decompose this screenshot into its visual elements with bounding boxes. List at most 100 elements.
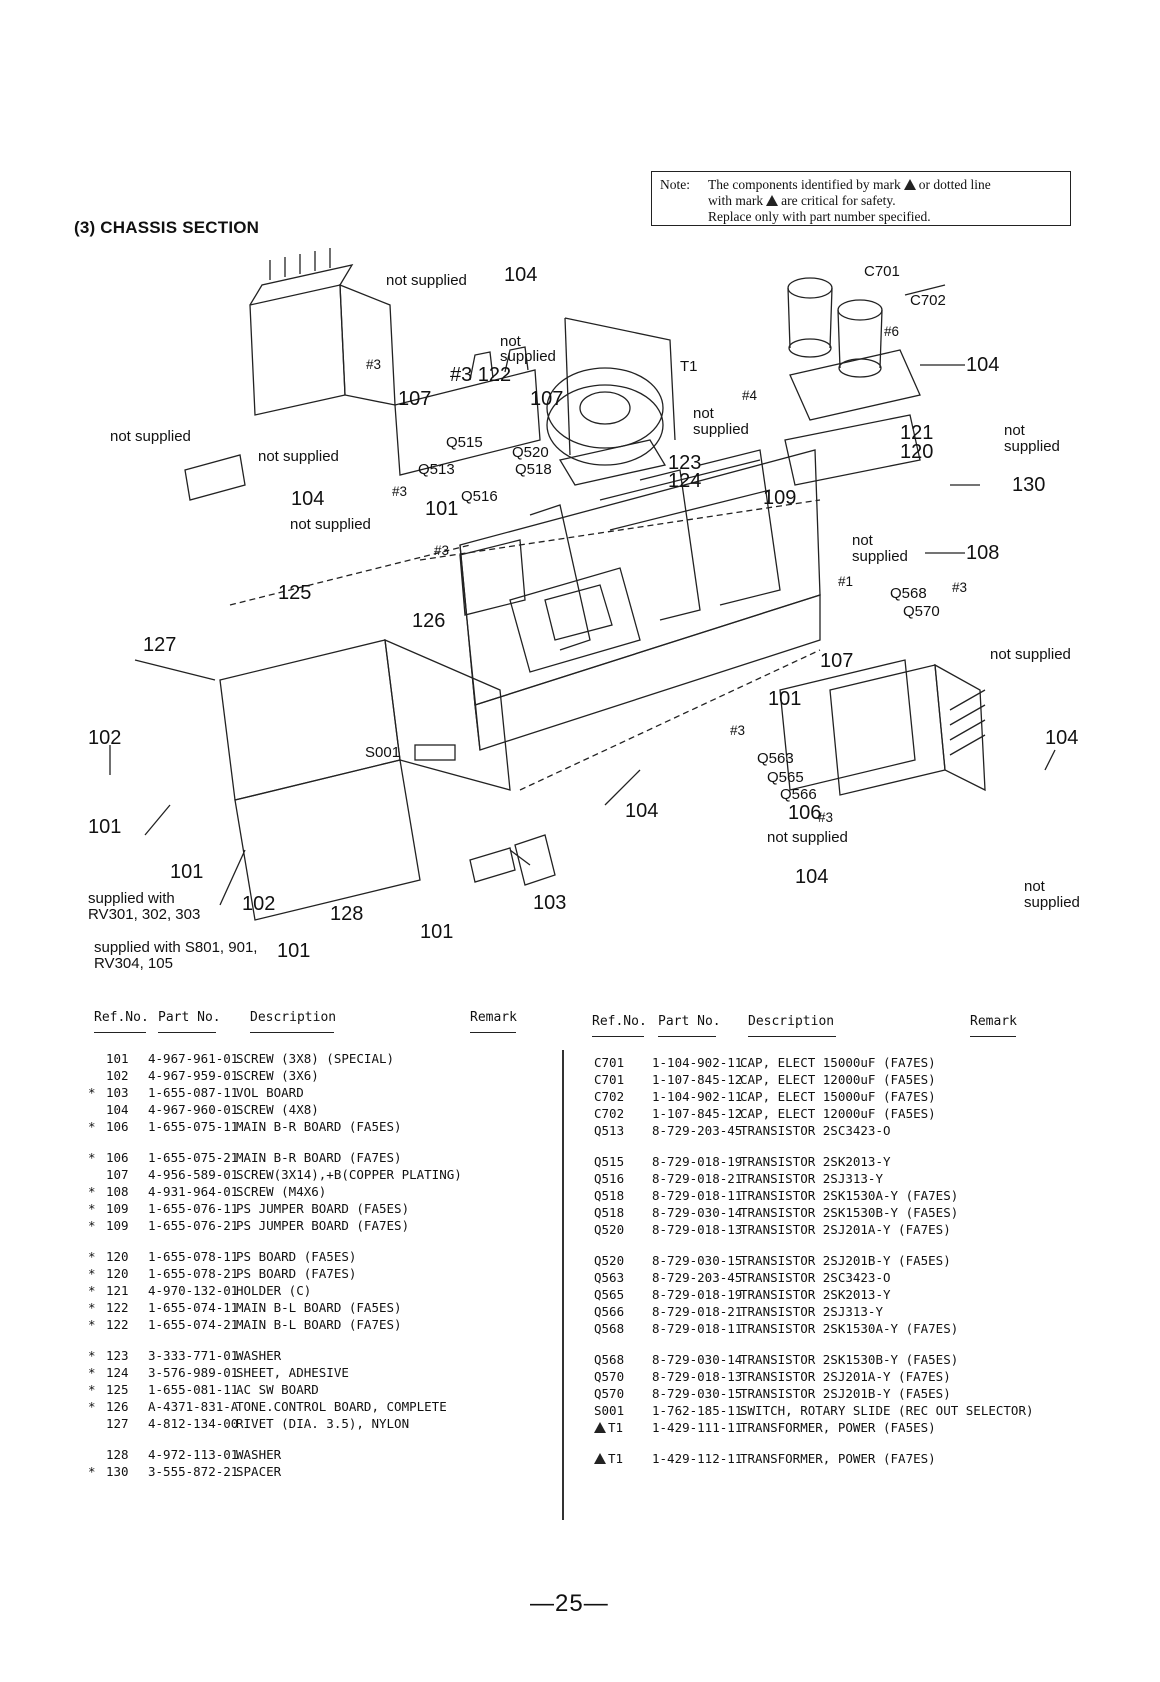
description: VOL BOARD — [236, 1085, 304, 1100]
part-no: 1-429-112-11 — [652, 1451, 743, 1466]
label-125: 125 — [278, 582, 312, 604]
s001-switch — [414, 744, 456, 761]
new-part-mark: * — [88, 1464, 96, 1479]
ref-no: 127 — [106, 1416, 129, 1431]
label-c702: C702 — [910, 292, 946, 309]
description: CAP, ELECT 15000uF (FA7ES) — [740, 1055, 936, 1070]
description: TRANSISTOR 2SK1530A-Y (FA7ES) — [740, 1188, 959, 1203]
label-q570: Q570 — [903, 603, 940, 620]
description: SCREW (M4X6) — [236, 1184, 327, 1199]
warning-triangle-icon — [594, 1422, 606, 1433]
part-no: 8-729-030-14 — [652, 1352, 743, 1367]
part-no: 1-655-081-11 — [148, 1382, 239, 1397]
chassis-exploded-diagram — [109, 248, 1056, 921]
ref-no: Q563 — [594, 1270, 625, 1285]
ref-no: 106 — [106, 1150, 129, 1165]
ref-no: T1 — [594, 1419, 623, 1437]
description: TRANSISTOR 2SK1530A-Y (FA7ES) — [740, 1321, 959, 1336]
part-no: 8-729-030-15 — [652, 1253, 743, 1268]
new-part-mark: * — [88, 1365, 96, 1380]
new-part-mark: * — [88, 1283, 96, 1298]
part-no: 1-104-902-11 — [652, 1089, 743, 1104]
label-not-supplied: not supplied — [110, 428, 191, 445]
ref-no: Q516 — [594, 1171, 625, 1186]
part-no: 8-729-018-13 — [652, 1222, 743, 1237]
header-underline — [592, 1036, 644, 1037]
label-ref3: #3 — [952, 580, 968, 595]
label-107: 107 — [530, 388, 564, 410]
new-part-mark: * — [88, 1218, 96, 1233]
label-not: not — [500, 333, 521, 350]
part-no: 8-729-030-15 — [652, 1386, 743, 1401]
ps-board — [784, 414, 921, 486]
part-no: 4-970-132-01 — [148, 1283, 239, 1298]
ref-no: 130 — [106, 1464, 129, 1479]
new-part-mark: * — [88, 1348, 96, 1363]
description: SHEET, ADHESIVE — [236, 1365, 349, 1380]
description: TRANSISTOR 2SJ201A-Y (FA7ES) — [740, 1222, 951, 1237]
label-ref3: #3 — [366, 357, 382, 372]
note-line3: Replace only with part number specified. — [708, 209, 931, 224]
label-not-supplied: not supplied — [258, 448, 339, 465]
part-no: 8-729-018-19 — [652, 1287, 743, 1302]
ref-no: 103 — [106, 1085, 129, 1100]
ref-no: S001 — [594, 1403, 625, 1418]
header-part-no: Part No. — [158, 1010, 221, 1025]
label-104: 104 — [795, 866, 829, 888]
description: PS JUMPER BOARD (FA7ES) — [236, 1218, 410, 1233]
label-101: 101 — [420, 921, 454, 943]
description: CAP, ELECT 12000uF (FA5ES) — [740, 1072, 936, 1087]
description: MAIN B-L BOARD (FA7ES) — [236, 1317, 402, 1332]
label-107: 107 — [820, 650, 854, 672]
description: HOLDER (C) — [236, 1283, 312, 1298]
header-description: Description — [250, 1010, 337, 1025]
label-101: 101 — [425, 498, 459, 520]
label-101: 101 — [170, 861, 204, 883]
note-line2b: are critical for safety. — [781, 193, 896, 208]
heatsink-left — [249, 248, 396, 416]
column-divider — [562, 1050, 564, 1520]
part-no: 8-729-203-45 — [652, 1123, 743, 1138]
description: TRANSISTOR 2SJ201B-Y (FA5ES) — [740, 1253, 951, 1268]
part-no: 8-729-018-11 — [652, 1321, 743, 1336]
new-part-mark: * — [88, 1249, 96, 1264]
label-104: 104 — [504, 264, 538, 286]
note-line1b: or dotted line — [918, 177, 991, 192]
ref-no: C701 — [594, 1072, 625, 1087]
description: TRANSISTOR 2SC3423-O — [740, 1123, 891, 1138]
description: SCREW (3X8) (SPECIAL) — [236, 1051, 395, 1066]
label-not-supplied: not supplied — [767, 829, 848, 846]
label-101: 101 — [88, 816, 122, 838]
part-no: 1-655-076-11 — [148, 1201, 239, 1216]
part-no: 1-655-078-11 — [148, 1249, 239, 1264]
note-label: Note: — [660, 177, 690, 192]
vol-board-103 — [469, 834, 556, 886]
ref-no: Q520 — [594, 1222, 625, 1237]
description: CAP, ELECT 15000uF (FA7ES) — [740, 1089, 936, 1104]
description: SCREW (4X8) — [236, 1102, 319, 1117]
ref-no: Q513 — [594, 1123, 625, 1138]
ref-no: 125 — [106, 1382, 129, 1397]
ref-no: Q568 — [594, 1321, 625, 1336]
ref-no: 122 — [106, 1300, 129, 1315]
main-br-board — [779, 659, 916, 791]
header-underline — [94, 1032, 146, 1033]
label-104: 104 — [966, 354, 1000, 376]
ref-no: 120 — [106, 1249, 129, 1264]
warning-triangle-icon — [766, 195, 779, 206]
label-ref6: #6 — [884, 324, 900, 339]
part-no: 1-655-075-11 — [148, 1119, 239, 1134]
label-supplied: supplied — [1004, 438, 1060, 455]
label-q565: Q565 — [767, 769, 804, 786]
new-part-mark: * — [88, 1150, 96, 1165]
ref-no: Q520 — [594, 1253, 625, 1268]
ref-no: C702 — [594, 1089, 625, 1104]
main-bl-board — [394, 346, 541, 476]
description: TRANSISTOR 2SJ201B-Y (FA5ES) — [740, 1386, 951, 1401]
label-106: 106 — [788, 802, 822, 824]
transformer-t1 — [546, 317, 676, 486]
new-part-mark: * — [88, 1184, 96, 1199]
header-underline — [658, 1036, 716, 1037]
description: CAP, ELECT 12000uF (FA5ES) — [740, 1106, 936, 1121]
label-not-supplied: not supplied — [990, 646, 1071, 663]
